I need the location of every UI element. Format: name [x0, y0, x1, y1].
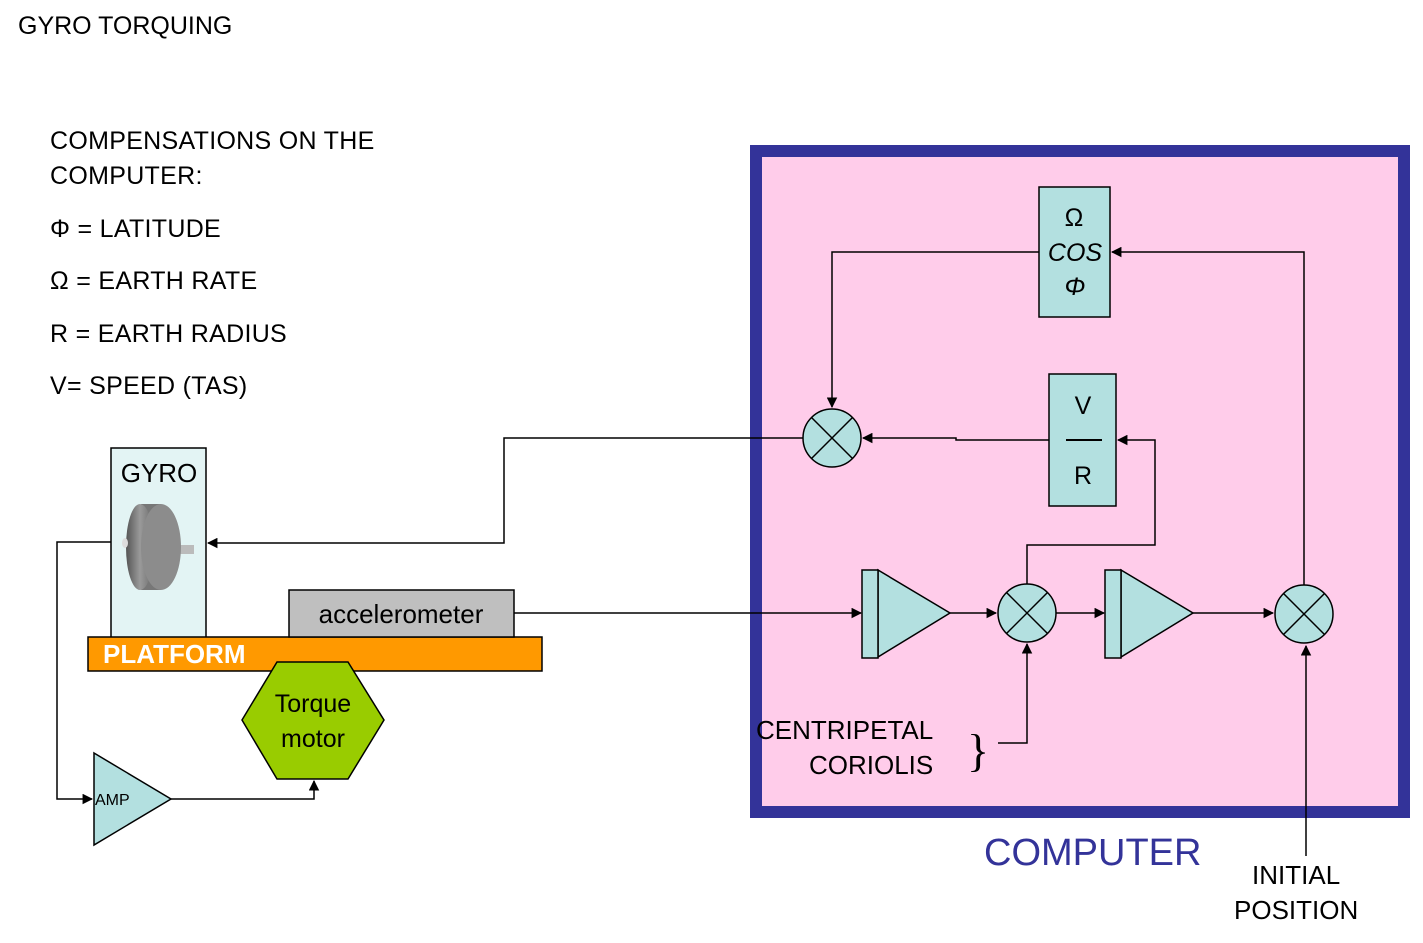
summing-junction-middle: [997, 583, 1057, 643]
legend-phi: Φ = LATITUDE: [50, 215, 222, 243]
legend-v: V= SPEED (TAS): [50, 372, 248, 400]
coriolis-label: CORIOLIS: [808, 750, 934, 780]
integrator-1: [861, 568, 952, 659]
torque-motor-hexagon: [241, 661, 385, 780]
amplifier-triangle: [93, 751, 173, 847]
legend-r: R = EARTH RADIUS: [50, 320, 288, 348]
gyro-rotor-icon: [122, 504, 194, 590]
summing-junction-top: [802, 408, 862, 468]
computer-label: COMPUTER: [984, 832, 1202, 874]
motor-label: motor: [281, 725, 345, 753]
line-velocity-to-vr: [1026, 434, 1156, 584]
legend-heading-line2: COMPUTER:: [50, 162, 203, 190]
legend-omega: Ω = EARTH RATE: [50, 267, 258, 295]
platform-label: PLATFORM: [103, 639, 246, 669]
v-label: V: [1075, 392, 1092, 420]
brace: }: [967, 725, 989, 776]
line-position-to-cos: [1110, 246, 1305, 585]
integrator-2: [1104, 568, 1195, 659]
line-vr-to-junction: [861, 432, 1049, 444]
accelerometer-block: [288, 589, 515, 638]
r-label: R: [1074, 462, 1092, 490]
line-cos-to-junction: [826, 251, 1039, 409]
phi-symbol: Φ: [1065, 273, 1086, 301]
amp-label: AMP: [95, 792, 130, 809]
centripetal-label: CENTRIPETAL: [756, 715, 934, 745]
line-centripetal-coriolis: [998, 642, 1033, 744]
initial-position-label: INITIAL POSITION: [1234, 858, 1358, 928]
line-amp-to-torque: [171, 779, 320, 800]
legend-heading-line1: COMPENSATIONS ON THE: [50, 127, 375, 155]
line-junction-to-gyro: [206, 437, 803, 549]
position-label: POSITION: [1234, 895, 1359, 925]
summing-junction-right: [1274, 584, 1334, 644]
initial-label: INITIAL: [1252, 860, 1341, 890]
page-title: GYRO TORQUING: [18, 12, 233, 40]
gyro-label: GYRO: [121, 458, 198, 488]
torque-label: Torque: [275, 690, 351, 718]
omega-cos-phi-block: [1038, 186, 1111, 318]
line-gyro-to-amp: [56, 541, 111, 805]
cos-label: COS: [1048, 239, 1103, 267]
omega-symbol: Ω: [1065, 204, 1084, 232]
accelerometer-label: accelerometer: [319, 599, 484, 629]
centripetal-coriolis-label: CENTRIPETAL CORIOLIS: [756, 713, 933, 783]
